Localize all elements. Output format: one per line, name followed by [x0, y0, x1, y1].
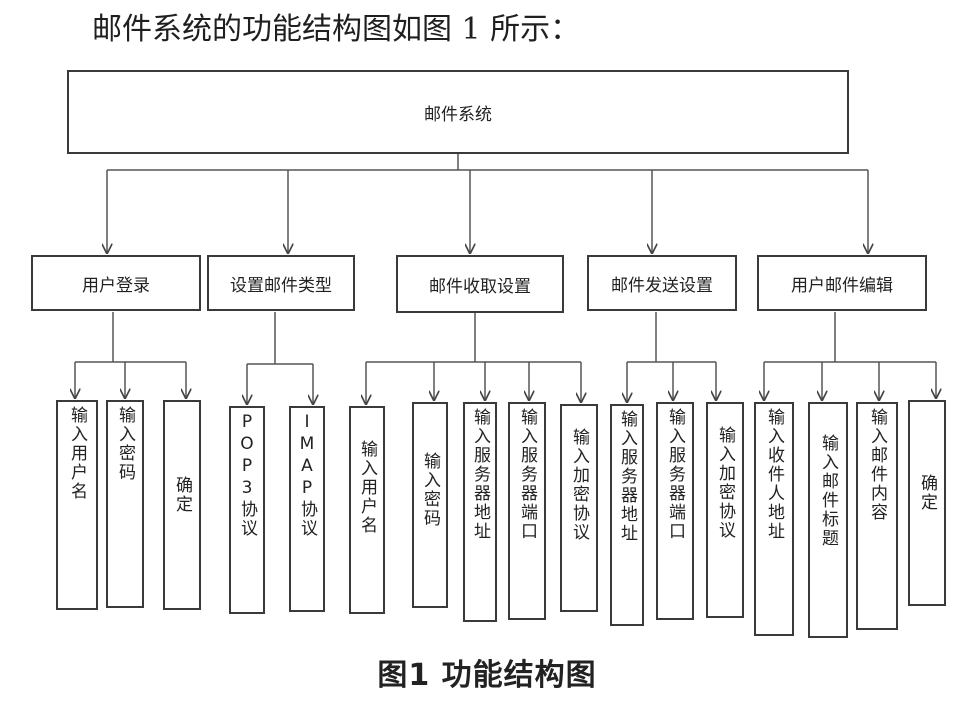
- leaf-node: 确定: [163, 400, 201, 610]
- intro-text: 邮件系统的功能结构图如图 1 所示：: [92, 12, 581, 47]
- leaf-node: POP3协议: [229, 406, 265, 614]
- module-send-settings: 邮件发送设置: [587, 255, 737, 311]
- leaf-label: POP3协议: [237, 412, 257, 538]
- leaf-node: 输入服务器端口: [508, 402, 546, 620]
- module-label: 用户邮件编辑: [791, 275, 893, 296]
- leaf-label: 输入用户名: [357, 440, 377, 535]
- leaf-node: 输入密码: [106, 400, 144, 608]
- leaf-label: 输入服务器端口: [517, 408, 537, 541]
- leaf-label: 输入邮件标题: [818, 434, 838, 548]
- leaf-node: 输入用户名: [56, 400, 98, 610]
- leaf-label: 输入服务器地址: [617, 410, 637, 543]
- leaf-node: 输入服务器端口: [656, 402, 694, 620]
- leaf-node: 输入邮件标题: [808, 402, 848, 638]
- leaf-label: 输入邮件内容: [867, 408, 887, 522]
- leaf-node: IMAP协议: [289, 406, 325, 612]
- leaf-node: 输入邮件内容: [856, 402, 898, 630]
- leaf-node: 输入用户名: [349, 406, 385, 614]
- leaf-node: 确定: [908, 400, 946, 606]
- leaf-label: 输入密码: [420, 452, 440, 528]
- leaf-node: 输入服务器地址: [463, 402, 497, 622]
- module-label: 用户登录: [82, 275, 150, 296]
- figure-caption: 图1 功能结构图: [377, 658, 597, 693]
- module-user-login: 用户登录: [31, 255, 201, 311]
- leaf-label: 确定: [917, 474, 937, 512]
- module-receive-settings: 邮件收取设置: [396, 255, 564, 313]
- leaf-node: 输入加密协议: [706, 402, 744, 618]
- leaf-node: 输入收件人地址: [754, 402, 794, 636]
- module-label: 设置邮件类型: [230, 275, 332, 296]
- leaf-label: IMAP协议: [297, 412, 317, 538]
- leaf-label: 输入收件人地址: [764, 408, 784, 541]
- leaf-node: 输入加密协议: [560, 404, 598, 612]
- leaf-label: 输入服务器地址: [470, 408, 490, 541]
- leaf-label: 确定: [172, 476, 192, 514]
- root-node: 邮件系统: [67, 70, 849, 154]
- leaf-label: 输入密码: [115, 406, 135, 482]
- leaf-label: 输入服务器端口: [665, 408, 685, 541]
- leaf-node: 输入密码: [412, 402, 448, 608]
- leaf-label: 输入用户名: [67, 406, 87, 501]
- module-mail-edit: 用户邮件编辑: [757, 255, 927, 311]
- leaf-node: 输入服务器地址: [610, 404, 644, 626]
- root-label: 邮件系统: [424, 104, 492, 125]
- leaf-label: 输入加密协议: [715, 426, 735, 540]
- module-label: 邮件发送设置: [611, 275, 713, 296]
- module-mail-type: 设置邮件类型: [207, 255, 355, 311]
- module-label: 邮件收取设置: [429, 276, 531, 297]
- leaf-label: 输入加密协议: [569, 428, 589, 542]
